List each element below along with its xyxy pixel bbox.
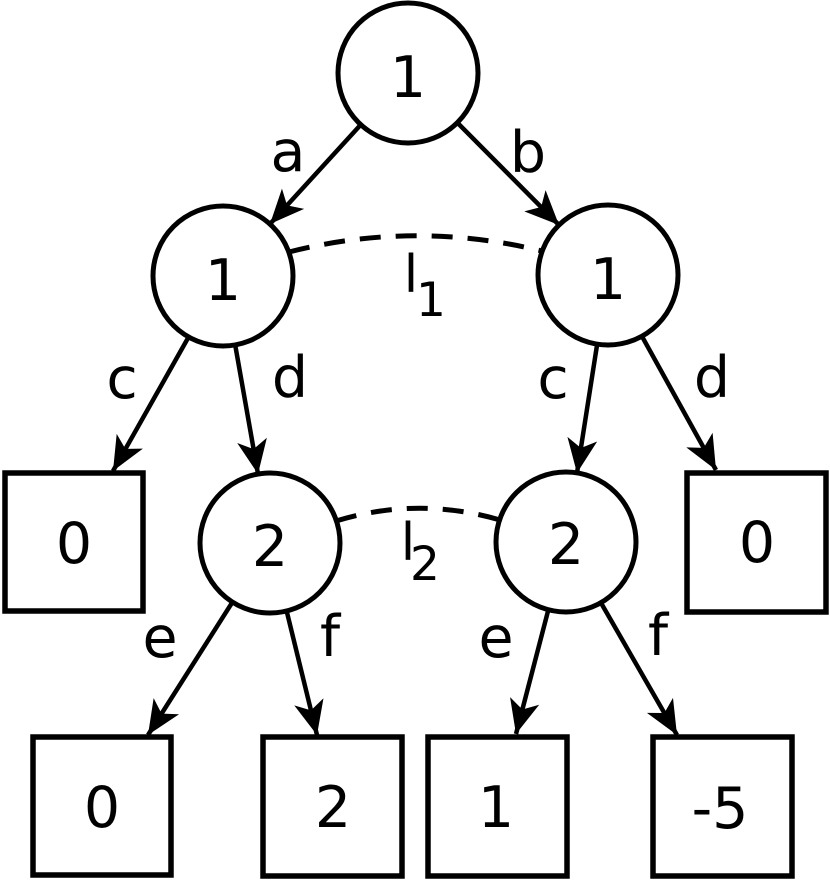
leaf-right-d-square xyxy=(684,470,829,615)
info-set-1-subscript: 1 xyxy=(416,273,446,328)
edge-f-left-label: f xyxy=(320,604,342,670)
info-set-2-subscript: 2 xyxy=(410,537,440,592)
leaf-left-c-label: 0 xyxy=(56,511,92,577)
node-right-1-label: 1 xyxy=(590,247,626,313)
node-right-2-circle xyxy=(493,469,639,615)
edges xyxy=(111,71,718,737)
node-right-1-circle xyxy=(535,202,681,348)
leaf-right-e-square xyxy=(425,734,570,879)
payoff-labels: 0 0 0 2 1 -5 xyxy=(56,510,775,842)
leaf-right-d-label: 0 xyxy=(739,510,775,576)
node-root-label: 1 xyxy=(390,45,426,111)
node-labels: 1 1 1 2 2 xyxy=(205,45,626,580)
node-left-2-label: 2 xyxy=(252,514,288,580)
leaf-right-f-square xyxy=(650,734,795,879)
edge-e-left-label: e xyxy=(142,605,177,671)
leaf-right-f-label: -5 xyxy=(692,776,749,842)
edge-c-left-label: c xyxy=(106,346,137,412)
node-left-2-circle xyxy=(197,470,343,616)
info-set-1-dashed-line xyxy=(288,233,543,255)
node-right-2-label: 2 xyxy=(548,512,584,578)
node-root-circle xyxy=(335,0,481,146)
edge-f-right-label: f xyxy=(648,603,670,669)
edge-d-right-label: d xyxy=(694,345,730,411)
info-sets xyxy=(288,233,543,524)
decision-nodes xyxy=(150,0,681,616)
info-set-labels: l 1 l 2 xyxy=(401,245,446,592)
info-set-2-dashed-line xyxy=(335,505,501,524)
edge-e-right-label: e xyxy=(478,605,513,671)
terminal-nodes xyxy=(2,470,829,879)
leaf-left-c-square xyxy=(2,470,146,614)
leaf-left-e-square xyxy=(30,734,174,878)
info-set-2-label: l xyxy=(401,513,415,573)
edge-b-label: b xyxy=(510,120,546,186)
edge-a-label: a xyxy=(271,119,306,185)
edge-c-right-label: c xyxy=(537,346,568,412)
info-set-1-label: l xyxy=(404,245,418,305)
leaf-left-f-square xyxy=(260,734,405,879)
leaf-right-e-label: 1 xyxy=(478,775,514,841)
node-left-1-label: 1 xyxy=(205,248,241,314)
leaf-left-f-label: 2 xyxy=(315,775,351,841)
leaf-left-e-label: 0 xyxy=(84,775,120,841)
edge-labels: a b c d c d e f e f xyxy=(106,119,730,671)
edge-d-left-label: d xyxy=(272,345,308,411)
node-left-1-circle xyxy=(150,203,296,349)
